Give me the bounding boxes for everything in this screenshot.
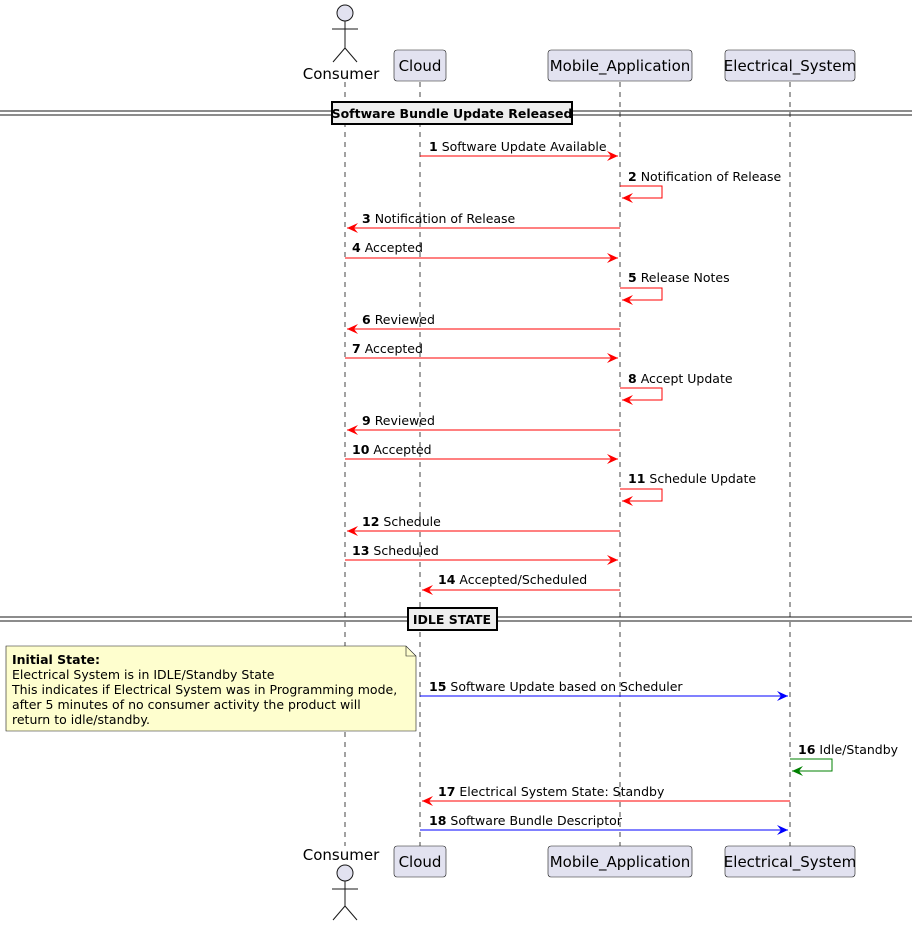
svg-text:Electrical_System: Electrical_System [724,853,856,872]
message-11: 11 Schedule Update [620,471,756,506]
divider-idle-state: IDLE STATE [0,607,912,631]
svg-text:Cloud: Cloud [399,853,442,871]
svg-text:11 Schedule Update: 11 Schedule Update [628,471,756,486]
participant-consumer-top: Consumer [303,65,380,83]
svg-text:13 Scheduled: 13 Scheduled [352,543,439,558]
svg-text:1 Software Update Available: 1 Software Update Available [429,139,607,154]
message-3: 3 Notification of Release [347,211,620,233]
actor-consumer-bottom [332,864,358,921]
message-10: 10 Accepted [345,442,618,464]
note-line: Electrical System is in IDLE/Standby Sta… [12,667,275,682]
message-1: 1 Software Update Available [420,139,618,161]
svg-text:6 Reviewed: 6 Reviewed [362,312,435,327]
svg-text:14 Accepted/Scheduled: 14 Accepted/Scheduled [438,572,587,587]
participant-cloud-bottom: Cloud [393,845,447,878]
note-line: return to idle/standby. [12,712,150,727]
participant-mobile-top: Mobile_Application [547,49,693,82]
participant-consumer-bottom: Consumer [303,846,380,864]
note-title: Initial State: [12,652,100,667]
message-12: 12 Schedule [347,514,620,536]
actor-head [336,864,354,882]
message-6: 6 Reviewed [347,312,620,334]
participant-electrical-bottom: Electrical_System [724,845,856,878]
svg-text:8 Accept Update: 8 Accept Update [628,371,733,386]
svg-text:Electrical_System: Electrical_System [724,57,856,76]
actor-consumer-top [332,4,358,63]
svg-text:5 Release Notes: 5 Release Notes [628,270,730,285]
svg-text:Cloud: Cloud [399,57,442,75]
message-18: 18 Software Bundle Descriptor [420,813,788,835]
svg-text:4 Accepted: 4 Accepted [352,240,423,255]
participant-electrical-top: Electrical_System [724,49,856,82]
actor-head [336,4,354,22]
message-8: 8 Accept Update [620,371,733,405]
message-16: 16 Idle/Standby [790,742,899,776]
message-9: 9 Reviewed [347,413,620,435]
svg-text:Mobile_Application: Mobile_Application [550,57,691,76]
message-5: 5 Release Notes [620,270,730,305]
note-initial-state: Initial State: Electrical System is in I… [5,645,417,732]
svg-text:7 Accepted: 7 Accepted [352,341,423,356]
participant-cloud-top: Cloud [393,49,447,82]
message-4: 4 Accepted [345,240,618,263]
participant-mobile-bottom: Mobile_Application [547,845,693,878]
message-2: 2 Notification of Release [620,169,782,203]
message-13: 13 Scheduled [345,543,618,565]
svg-text:IDLE STATE: IDLE STATE [413,612,491,627]
svg-text:Mobile_Application: Mobile_Application [550,853,691,872]
svg-text:18 Software Bundle Descriptor: 18 Software Bundle Descriptor [429,813,623,828]
svg-text:Software Bundle Update Release: Software Bundle Update Released [332,106,573,121]
svg-text:12 Schedule: 12 Schedule [362,514,441,529]
lifelines [344,82,791,846]
message-17: 17 Electrical System State: Standby [422,784,790,806]
svg-text:9 Reviewed: 9 Reviewed [362,413,435,428]
svg-text:10 Accepted: 10 Accepted [352,442,432,457]
message-7: 7 Accepted [345,341,618,363]
svg-text:17 Electrical System State: St: 17 Electrical System State: Standby [438,784,665,799]
message-14: 14 Accepted/Scheduled [422,572,620,595]
svg-text:15 Software Update based on Sc: 15 Software Update based on Scheduler [429,679,683,694]
svg-text:16 Idle/Standby: 16 Idle/Standby [798,742,899,757]
svg-text:3 Notification of Release: 3 Notification of Release [362,211,516,226]
note-line: after 5 minutes of no consumer activity … [12,697,361,712]
message-15: 15 Software Update based on Scheduler [420,679,788,701]
note-line: This indicates if Electrical System was … [11,682,397,697]
divider-software-bundle: Software Bundle Update Released [0,101,912,125]
svg-text:2 Notification of Release: 2 Notification of Release [628,169,782,184]
